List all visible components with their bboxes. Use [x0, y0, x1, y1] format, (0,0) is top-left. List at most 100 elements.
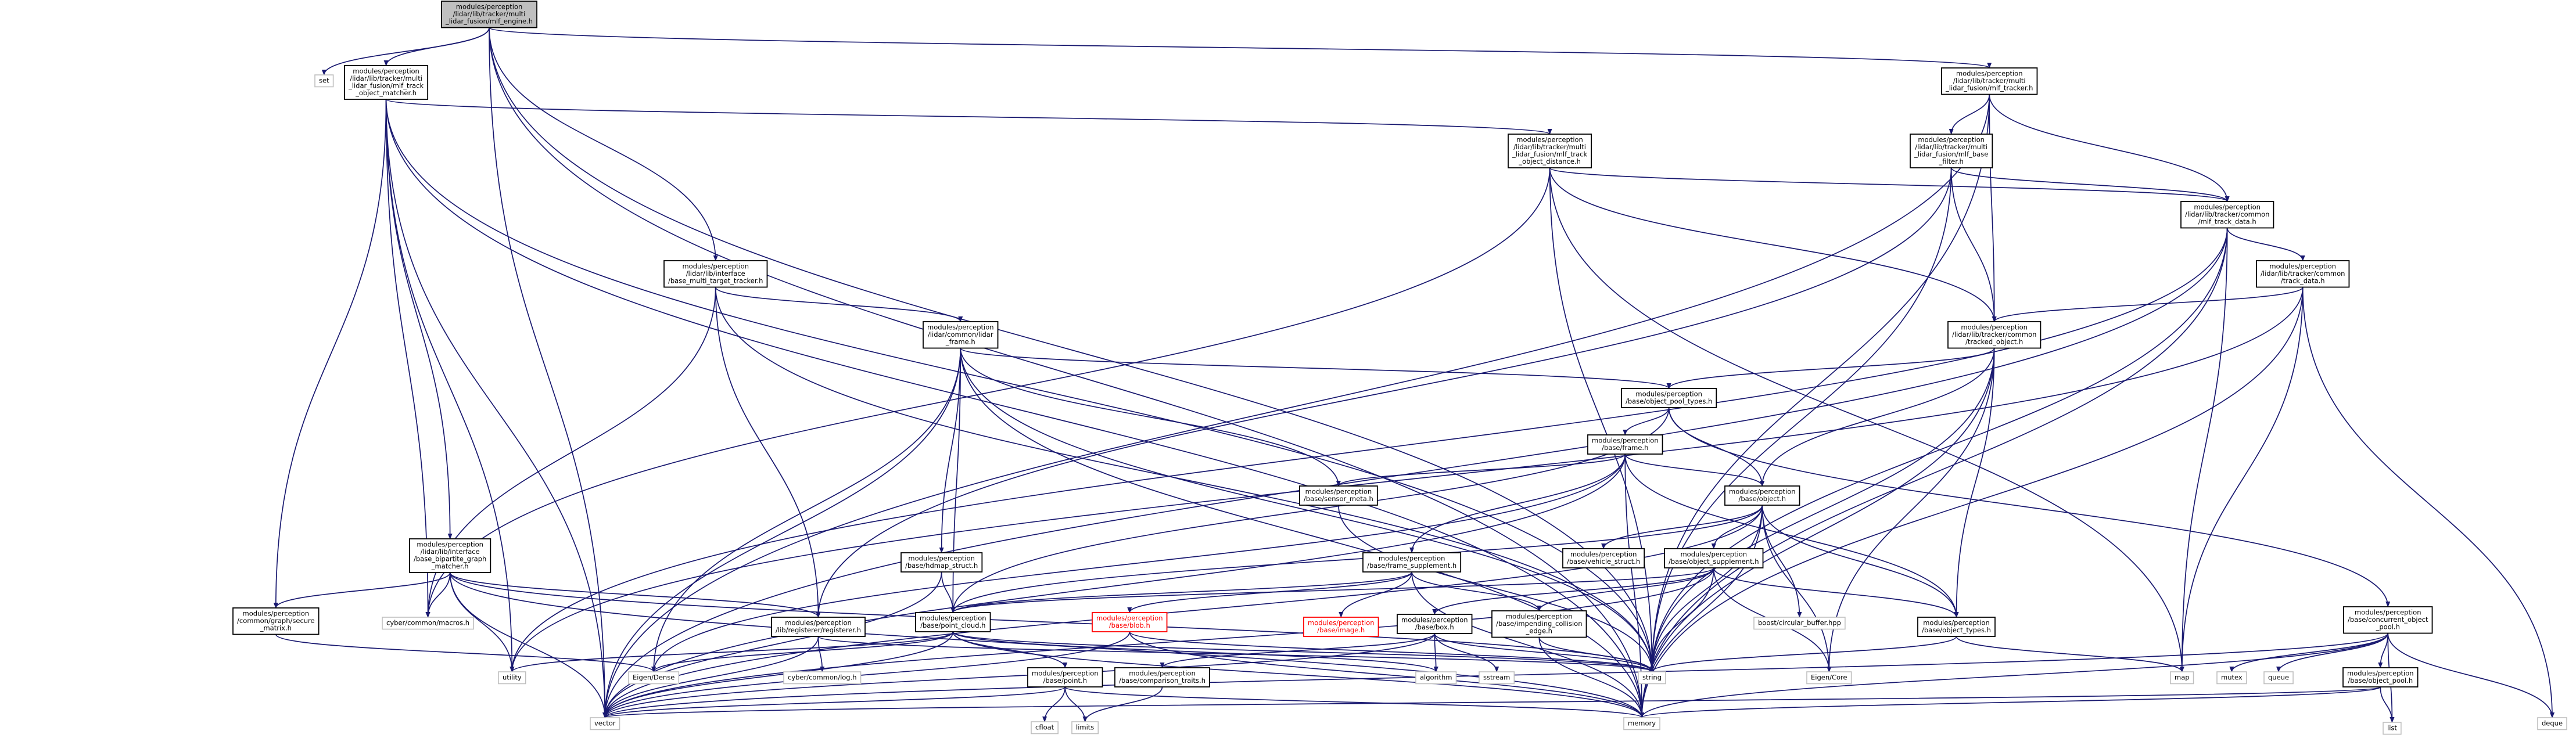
node-point-cloud[interactable]: modules/perception/base/point_cloud.h	[915, 612, 991, 632]
node-label-line: _lidar_fusion/mlf_track	[348, 82, 424, 90]
node-label-line: _matcher.h	[431, 562, 469, 570]
edge-line	[1160, 633, 1436, 668]
edge-line	[1649, 167, 1952, 672]
node-frame-supplement[interactable]: modules/perception/base/frame_supplement…	[1362, 552, 1462, 573]
edge-line	[1601, 505, 1763, 549]
node-label-line: modules/perception	[1956, 70, 2023, 78]
edge-line	[1956, 636, 2184, 672]
node-mlf-track-data[interactable]: modules/perception/lidar/lib/tracker/com…	[2180, 201, 2274, 229]
node-label-line: /lidar/lib/tracker/multi	[453, 10, 526, 18]
edge-object-supplement-to-string	[1649, 567, 1714, 672]
node-circular: boost/circular_buffer.hpp	[1753, 617, 1846, 630]
node-label-line: _object_matcher.h	[355, 89, 417, 97]
edge-line	[2179, 228, 2228, 672]
node-box	[1806, 671, 1852, 685]
edge-mlf-tracker-to-vector	[602, 94, 1990, 718]
edge-line	[2302, 287, 2555, 718]
edge-line	[2226, 228, 2305, 261]
node-object-types[interactable]: modules/perception/base/object_types.h	[1917, 617, 1996, 637]
node-box	[1027, 667, 1103, 687]
node-point[interactable]: modules/perception/base/point.h	[1027, 667, 1103, 687]
node-label-line: _lidar_fusion/mlf_engine.h	[445, 17, 533, 26]
node-root[interactable]: modules/perception/lidar/lib/tracker/mul…	[441, 1, 537, 28]
node-label-line: modules/perception	[1961, 323, 2028, 332]
node-box	[2383, 722, 2402, 735]
edge-object-pool-types-to-point-cloud	[950, 407, 1670, 613]
edge-point-to-limits	[1064, 686, 1088, 722]
edge-line	[273, 99, 387, 609]
edge-line	[960, 348, 1644, 718]
node-mlf-tracker[interactable]: modules/perception/lidar/lib/tracker/mul…	[1941, 67, 2038, 95]
edge-line	[1760, 348, 1995, 487]
node-box	[1397, 614, 1473, 634]
edge-frame-to-eigen-dense	[651, 453, 1626, 672]
node-box[interactable]: modules/perception/base/box.h	[1397, 614, 1473, 634]
edge-line	[2276, 633, 2389, 672]
edge-line	[385, 99, 515, 672]
node-pipeline[interactable]: modules/perception/lidar/lib/interface/b…	[409, 538, 491, 573]
node-distance[interactable]: modules/perception/lidar/lib/tracker/mul…	[1508, 134, 1592, 168]
node-label-line: /base/point_cloud.h	[920, 621, 985, 629]
node-utility: utility	[498, 671, 526, 685]
node-label-line: sstream	[1483, 674, 1510, 682]
edge-line	[1827, 348, 1995, 672]
node-registerer[interactable]: modules/perception/lib/registerer/regist…	[771, 617, 866, 637]
node-box	[344, 65, 429, 100]
node-image[interactable]: modules/perception/base/image.h	[1303, 617, 1379, 637]
node-mutex: mutex	[2216, 671, 2247, 685]
edge-line	[425, 167, 1551, 618]
edge-line	[1989, 94, 1997, 322]
node-label-line: /base/vehicle_struct.h	[1567, 557, 1640, 566]
node-object-pool-types[interactable]: modules/perception/base/object_pool_type…	[1621, 388, 1717, 408]
edge-line	[1339, 571, 1412, 618]
node-object-supplement[interactable]: modules/perception/base/object_supplemen…	[1664, 548, 1764, 568]
node-secure-matrix[interactable]: modules/perception/common/graph/secure_m…	[232, 607, 320, 635]
edge-line	[1639, 348, 1995, 718]
node-vehicle-struct[interactable]: modules/perception/base/vehicle_struct.h	[1562, 548, 1645, 568]
node-box	[1638, 671, 1666, 685]
node-label-line: /base/point.h	[1043, 676, 1087, 685]
node-impending[interactable]: modules/perception/base/impending_collis…	[1491, 610, 1587, 638]
node-label-line: /lidar/lib/interface	[421, 548, 480, 556]
node-box	[1362, 552, 1462, 573]
node-box	[1621, 388, 1717, 408]
node-base-multi[interactable]: modules/perception/lidar/lib/interface/b…	[663, 260, 768, 288]
node-label-line: /common/graph/secure	[237, 617, 315, 625]
edge-object-supplement-to-object-types	[1713, 567, 1959, 618]
node-label-line: modules/perception	[1918, 136, 1985, 144]
node-list: list	[2383, 722, 2402, 735]
node-object[interactable]: modules/perception/base/object.h	[1724, 485, 1800, 506]
node-label-line: /lidar/lib/tracker/multi	[1953, 77, 2026, 85]
edge-distance-to-string	[1549, 167, 1655, 672]
node-box	[923, 321, 999, 349]
node-tracked-object[interactable]: modules/perception/lidar/lib/tracker/com…	[1947, 321, 2042, 349]
node-lidar-frame[interactable]: modules/perception/lidar/common/lidar_fr…	[923, 321, 999, 349]
node-label-line: /base_bipartite_graph	[414, 555, 486, 563]
edge-concurrent-pool-to-deque	[2387, 633, 2555, 718]
edge-line	[1538, 637, 1655, 672]
node-box	[1491, 610, 1587, 638]
node-base-filter[interactable]: modules/perception/lidar/lib/tracker/mul…	[1910, 134, 1993, 168]
node-object-pool[interactable]: modules/perception/base/object_pool.h	[2342, 667, 2419, 687]
node-label-line: modules/perception	[243, 610, 310, 618]
node-blob[interactable]: modules/perception/base/blob.h	[1092, 612, 1168, 632]
node-label-line: modules/perception	[927, 323, 994, 332]
node-label-line: modules/perception	[1592, 437, 1659, 445]
node-comparison[interactable]: modules/perception/base/comparison_trait…	[1114, 667, 1210, 687]
edge-frame-supplement-to-point-cloud	[950, 571, 1412, 613]
node-track-data[interactable]: modules/perception/lidar/lib/tracker/com…	[2256, 260, 2350, 288]
edge-matcher-to-utility	[385, 99, 515, 672]
node-frame[interactable]: modules/perception/base/frame.h	[1587, 434, 1663, 455]
node-label-line: /base/object_types.h	[1922, 626, 1991, 634]
edge-line	[817, 636, 825, 672]
node-label-line: modules/perception	[2355, 609, 2421, 617]
edge-distance-to-cyber-macros	[425, 167, 1551, 618]
node-label-line: /base/box.h	[1415, 623, 1454, 631]
node-matcher[interactable]: modules/perception/lidar/lib/tracker/mul…	[344, 65, 429, 100]
node-label-line: modules/perception	[1729, 488, 1796, 496]
node-concurrent-pool[interactable]: modules/perception/base/concurrent_objec…	[2343, 606, 2433, 634]
edge-line	[1624, 453, 1959, 618]
node-sensor-meta[interactable]: modules/perception/base/sensor_meta.h	[1299, 485, 1378, 506]
node-hdmap[interactable]: modules/perception/base/hdmap_struct.h	[900, 552, 983, 573]
edge-line	[2179, 287, 2304, 672]
